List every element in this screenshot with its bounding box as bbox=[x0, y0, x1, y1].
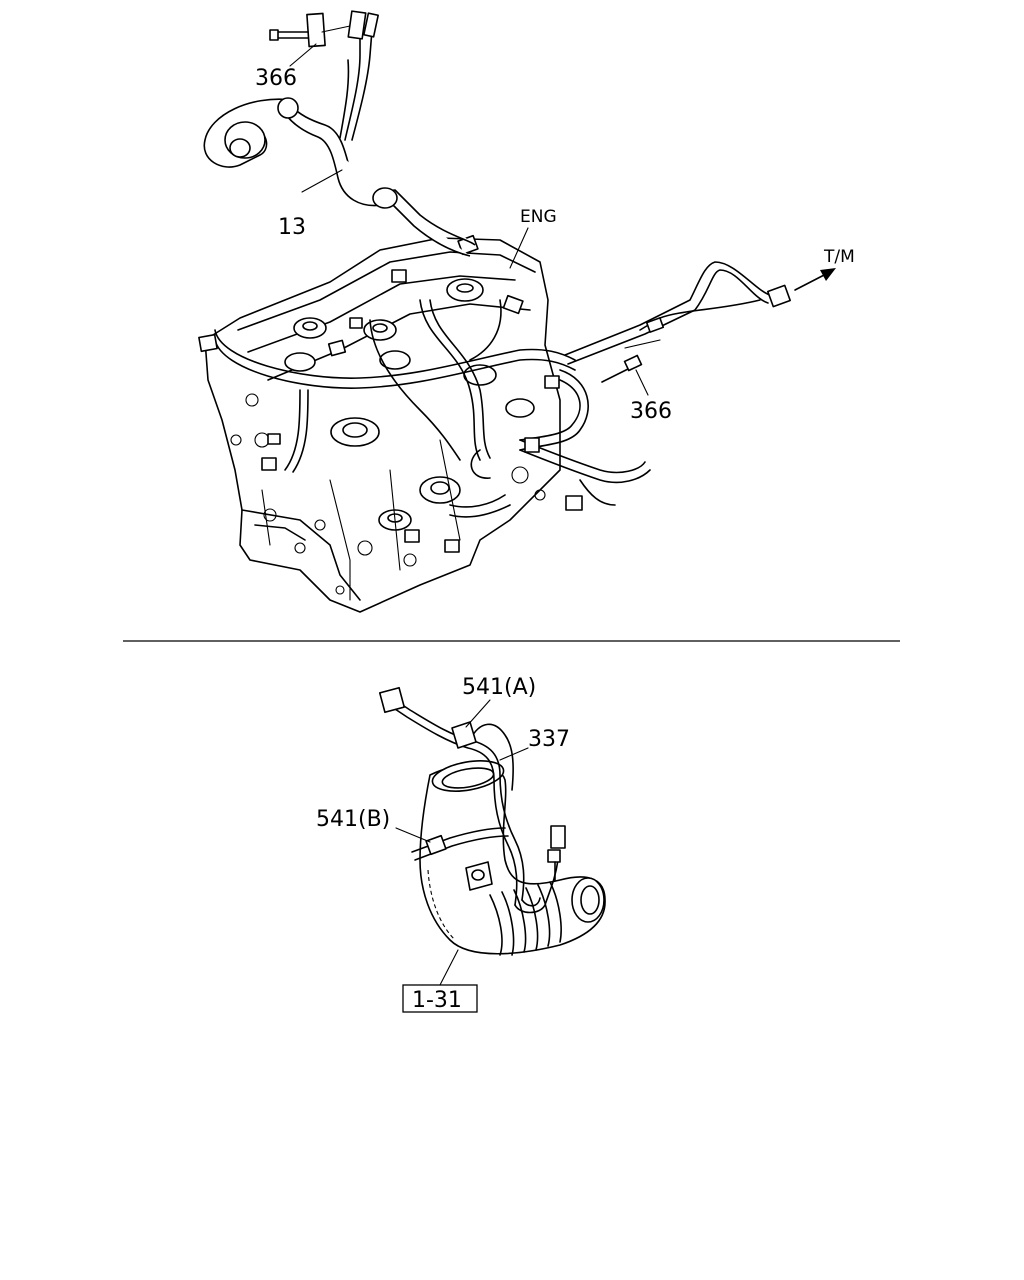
callout-541b: 541(B) bbox=[316, 807, 390, 832]
engine-assembly bbox=[198, 227, 836, 613]
callout-13: 13 bbox=[278, 215, 306, 240]
callout-labels: 366 13 ENG T/M 366 541(A) 337 541(B) 1-3… bbox=[255, 66, 855, 1013]
leader-541b bbox=[395, 827, 431, 843]
callout-541a: 541(A) bbox=[462, 675, 536, 700]
clip-366-right bbox=[601, 339, 661, 396]
callout-337: 337 bbox=[528, 727, 570, 752]
harness-connectors bbox=[198, 234, 583, 553]
leader-1-31 bbox=[439, 949, 459, 986]
ref-box-1-31 bbox=[402, 984, 478, 1013]
tm-arrow bbox=[794, 268, 836, 291]
cylinder-towers bbox=[284, 278, 535, 531]
harness-13 bbox=[203, 10, 476, 257]
intake-duct-assembly bbox=[378, 686, 606, 986]
callout-366-top: 366 bbox=[255, 66, 297, 91]
eng-leader bbox=[509, 227, 529, 269]
callout-eng: ENG bbox=[520, 207, 557, 227]
engine-harness bbox=[214, 299, 651, 518]
tm-branch bbox=[564, 261, 791, 365]
callout-ref-1-31: 1-31 bbox=[412, 988, 462, 1013]
leader-366-top bbox=[289, 43, 317, 67]
leader-541a bbox=[465, 699, 491, 728]
leader-13 bbox=[301, 169, 343, 193]
callout-366-right: 366 bbox=[630, 399, 672, 424]
callout-tm: T/M bbox=[823, 247, 855, 267]
leader-337 bbox=[499, 747, 529, 761]
